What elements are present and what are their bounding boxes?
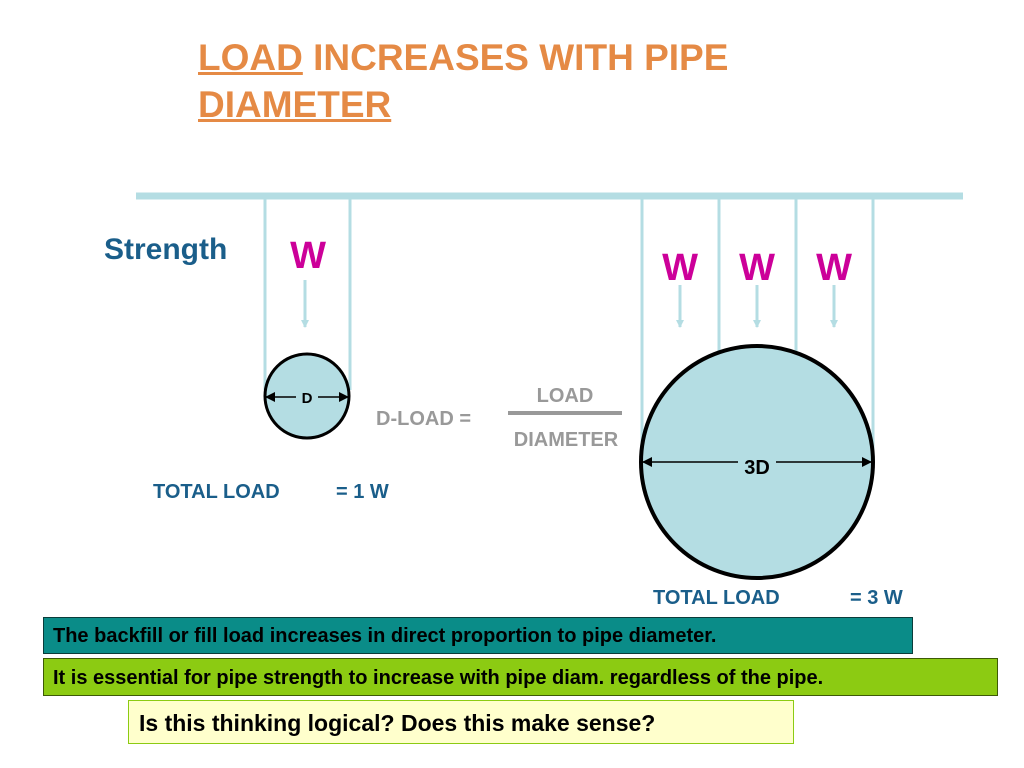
large-total-label: TOTAL LOAD [653, 587, 780, 609]
large-pipe-label: 3D [744, 457, 770, 479]
large-total-value: = 3 W [850, 587, 903, 609]
note-pipe-strength: It is essential for pipe strength to inc… [43, 658, 998, 696]
weight-symbol-large-2: W [739, 247, 775, 289]
dload-numerator: LOAD [537, 385, 594, 407]
weight-symbol-small: W [290, 235, 326, 277]
title-keyword: LOAD [198, 37, 303, 78]
small-pipe-label: D [302, 390, 313, 407]
question-box: Is this thinking logical? Does this make… [128, 700, 794, 744]
title-rest: INCREASES WITH PIPE [302, 37, 729, 78]
note-backfill-load: The backfill or fill load increases in d… [43, 617, 913, 654]
weight-symbol-large-3: W [816, 247, 852, 289]
small-total-label: TOTAL LOAD [153, 481, 280, 503]
title-line2: DIAMETER [198, 84, 392, 125]
dload-denominator: DIAMETER [514, 429, 619, 451]
strength-label: Strength [104, 233, 227, 266]
slide-title: LOAD INCREASES WITH PIPE DIAMETER [198, 34, 898, 128]
dload-lhs: D-LOAD = [376, 408, 471, 430]
weight-symbol-large-1: W [662, 247, 698, 289]
small-total-value: = 1 W [336, 481, 389, 503]
